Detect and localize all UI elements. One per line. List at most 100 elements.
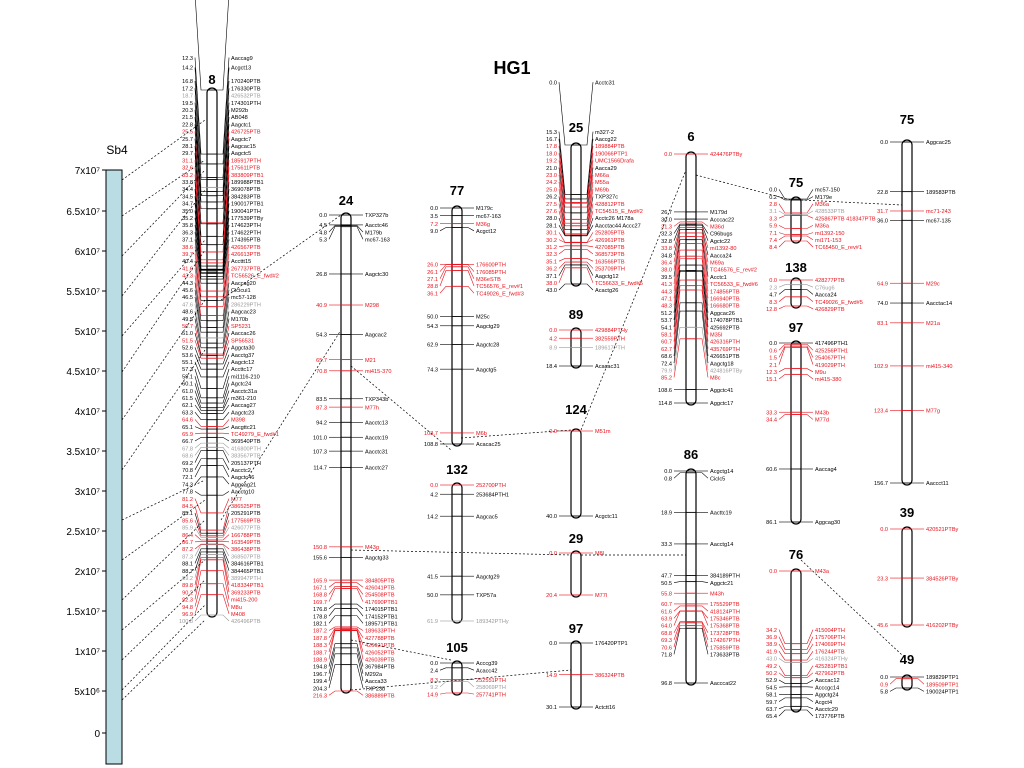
position-connector [778, 296, 791, 302]
marker-position: 27.1 [427, 277, 438, 283]
marker-position: 101.0 [313, 435, 327, 441]
marker-name: Aacgttc21 [231, 425, 256, 431]
marker-position: 94.8 [182, 605, 193, 611]
marker-position: 63.9 [661, 617, 672, 623]
marker-position: 68.8 [661, 631, 672, 637]
name-connector [217, 260, 230, 301]
marker-position: 5.9 [769, 224, 777, 230]
marker [194, 289, 230, 328]
position-connector [194, 570, 207, 600]
position-connector [194, 432, 207, 435]
group-label: 97 [789, 320, 803, 335]
position-connector [328, 608, 341, 617]
marker-position: 39.5 [661, 275, 672, 281]
marker [194, 614, 230, 622]
position-connector [328, 615, 341, 624]
chromosome-bar [685, 468, 697, 686]
marker-position: 64.9 [877, 281, 888, 287]
marker-position: 44.3 [182, 281, 193, 287]
marker-name: 174301PTH [231, 101, 261, 107]
marker-position: 34.5 [182, 194, 193, 200]
marker-name: M9u [815, 370, 826, 376]
marker-position: 25.0 [546, 187, 557, 193]
name-connector [801, 709, 814, 717]
marker [194, 442, 230, 449]
position-connector [558, 267, 571, 283]
marker-position: 0.0 [664, 469, 672, 475]
name-connector [801, 305, 814, 310]
marker [778, 697, 814, 702]
position-connector [673, 232, 686, 263]
marker-name: 428533PTB [815, 209, 845, 215]
marker-name: 190017PTB1 [231, 202, 264, 208]
group-label: 105 [446, 640, 468, 655]
marker [194, 275, 230, 316]
name-connector [217, 138, 230, 225]
marker-position: 60.1 [182, 382, 193, 388]
marker-position: 26.8 [316, 272, 327, 278]
marker-position: 16.7 [546, 137, 557, 143]
marker-name: C96bugs [710, 232, 733, 238]
marker-name: 189829PTP1 [926, 675, 959, 681]
marker-position: 58.1 [766, 693, 777, 699]
name-connector [696, 472, 709, 479]
chromosome-bar [790, 277, 802, 309]
marker-position: 45.6 [182, 288, 193, 294]
name-connector [696, 289, 709, 349]
marker-position: 0.0 [549, 80, 557, 86]
marker-position: 12.3 [182, 56, 193, 62]
marker [673, 472, 709, 479]
marker-position: 50.0 [427, 315, 438, 321]
marker-name: 426532PTB [231, 94, 261, 100]
marker-name: mi415-340 [926, 364, 952, 370]
marker [673, 229, 709, 256]
marker-position: 86.1 [766, 520, 777, 526]
marker-name: 368507PTB [231, 554, 261, 560]
marker [328, 628, 364, 645]
name-connector [801, 284, 814, 288]
marker-position: 18.7 [182, 94, 193, 100]
marker-name: Aggctc17 [710, 401, 733, 407]
marker-position: 114.8 [658, 401, 672, 407]
position-connector [328, 588, 341, 602]
marker-name: 176244PTB [815, 649, 845, 655]
marker-position: 50.7 [182, 324, 193, 330]
marker-name: 425692PTB [710, 325, 740, 331]
marker-name: M292a [365, 672, 383, 678]
position-connector [673, 310, 686, 364]
marker-position: 0.0 [319, 213, 327, 219]
marker-position: 32.3 [546, 252, 557, 258]
position-connector [673, 258, 686, 306]
position-connector [558, 160, 571, 208]
position-connector [673, 610, 686, 626]
name-connector [801, 296, 814, 302]
marker-position: 169.7 [313, 600, 327, 606]
marker-name: TXP343b [365, 397, 388, 403]
marker-name: 426316PTH [710, 340, 740, 346]
marker-position: 40.9 [316, 303, 327, 309]
position-connector [194, 512, 207, 534]
marker-name: M8l [595, 551, 604, 557]
marker-position: 102.9 [874, 364, 888, 370]
marker [439, 681, 475, 688]
position-connector [673, 472, 686, 479]
marker-name: 190066PTP1 [595, 151, 628, 157]
marker-name: 427788PTB [365, 636, 395, 642]
marker-name: Aggcag21 [231, 482, 256, 488]
marker-name: M398 [231, 418, 245, 424]
name-connector [801, 235, 814, 241]
marker [194, 419, 230, 427]
name-connector [351, 653, 364, 681]
name-connector [581, 264, 594, 276]
marker [889, 687, 925, 692]
marker-name: 174069PTH [815, 642, 845, 648]
position-connector [778, 706, 791, 710]
marker-name: Aacccat22 [710, 681, 736, 687]
marker [778, 658, 814, 663]
marker [194, 361, 230, 378]
marker [673, 302, 709, 356]
name-connector [696, 243, 709, 284]
linkage-group-86: 86 [673, 447, 709, 686]
marker-name: 368573PTB [595, 252, 625, 258]
